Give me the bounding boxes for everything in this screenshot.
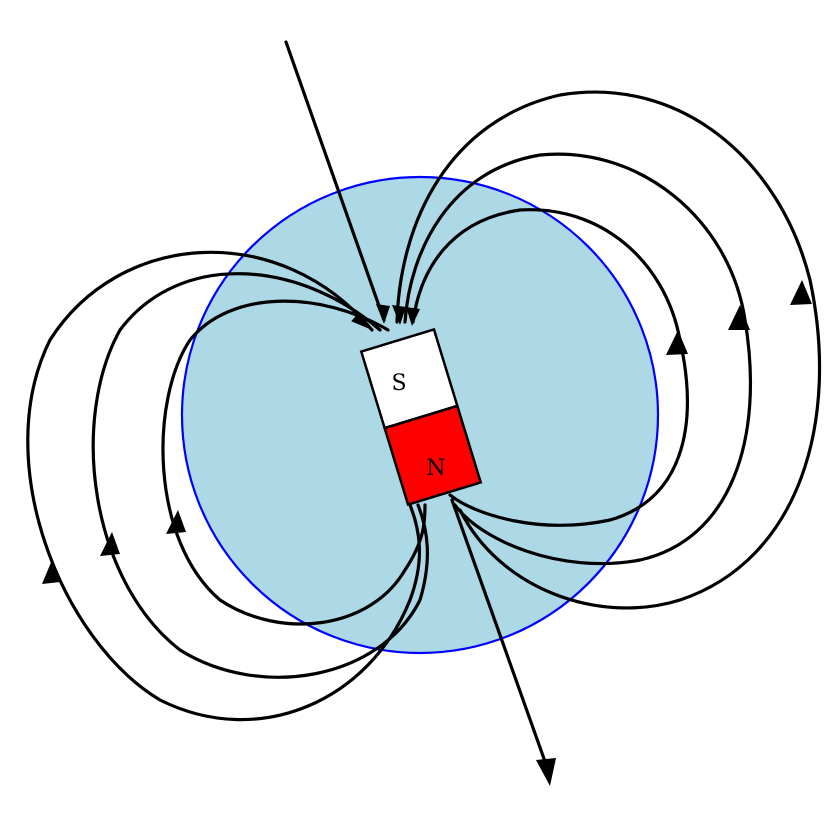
arrowhead-left-outer-end <box>351 312 372 330</box>
arrowhead-left-outer <box>42 560 60 584</box>
field-line-right-outer <box>395 90 822 610</box>
arrowhead-left-middle <box>100 532 120 556</box>
field-line-left-outer <box>26 250 422 722</box>
arrowhead-right-outer <box>790 280 812 305</box>
north-pole-label: N <box>426 456 445 481</box>
field-line-left-middle <box>91 272 429 679</box>
arrowhead-right-outer-end <box>392 305 406 325</box>
arrowhead-axis-bottom <box>536 758 556 786</box>
arrowhead-left-inner <box>166 510 186 534</box>
axis-line-bottom <box>450 498 550 772</box>
north-pole <box>383 404 483 507</box>
axis-line-top <box>284 40 386 322</box>
field-line-left-inner <box>161 299 427 626</box>
south-pole-label: S <box>391 371 406 396</box>
arrowhead-right-inner <box>666 330 688 355</box>
arrowhead-right-middle <box>728 305 750 330</box>
bar-magnet <box>359 327 483 507</box>
arrowhead-right-middle-end <box>406 307 420 326</box>
arrowhead-axis-top <box>376 304 390 324</box>
